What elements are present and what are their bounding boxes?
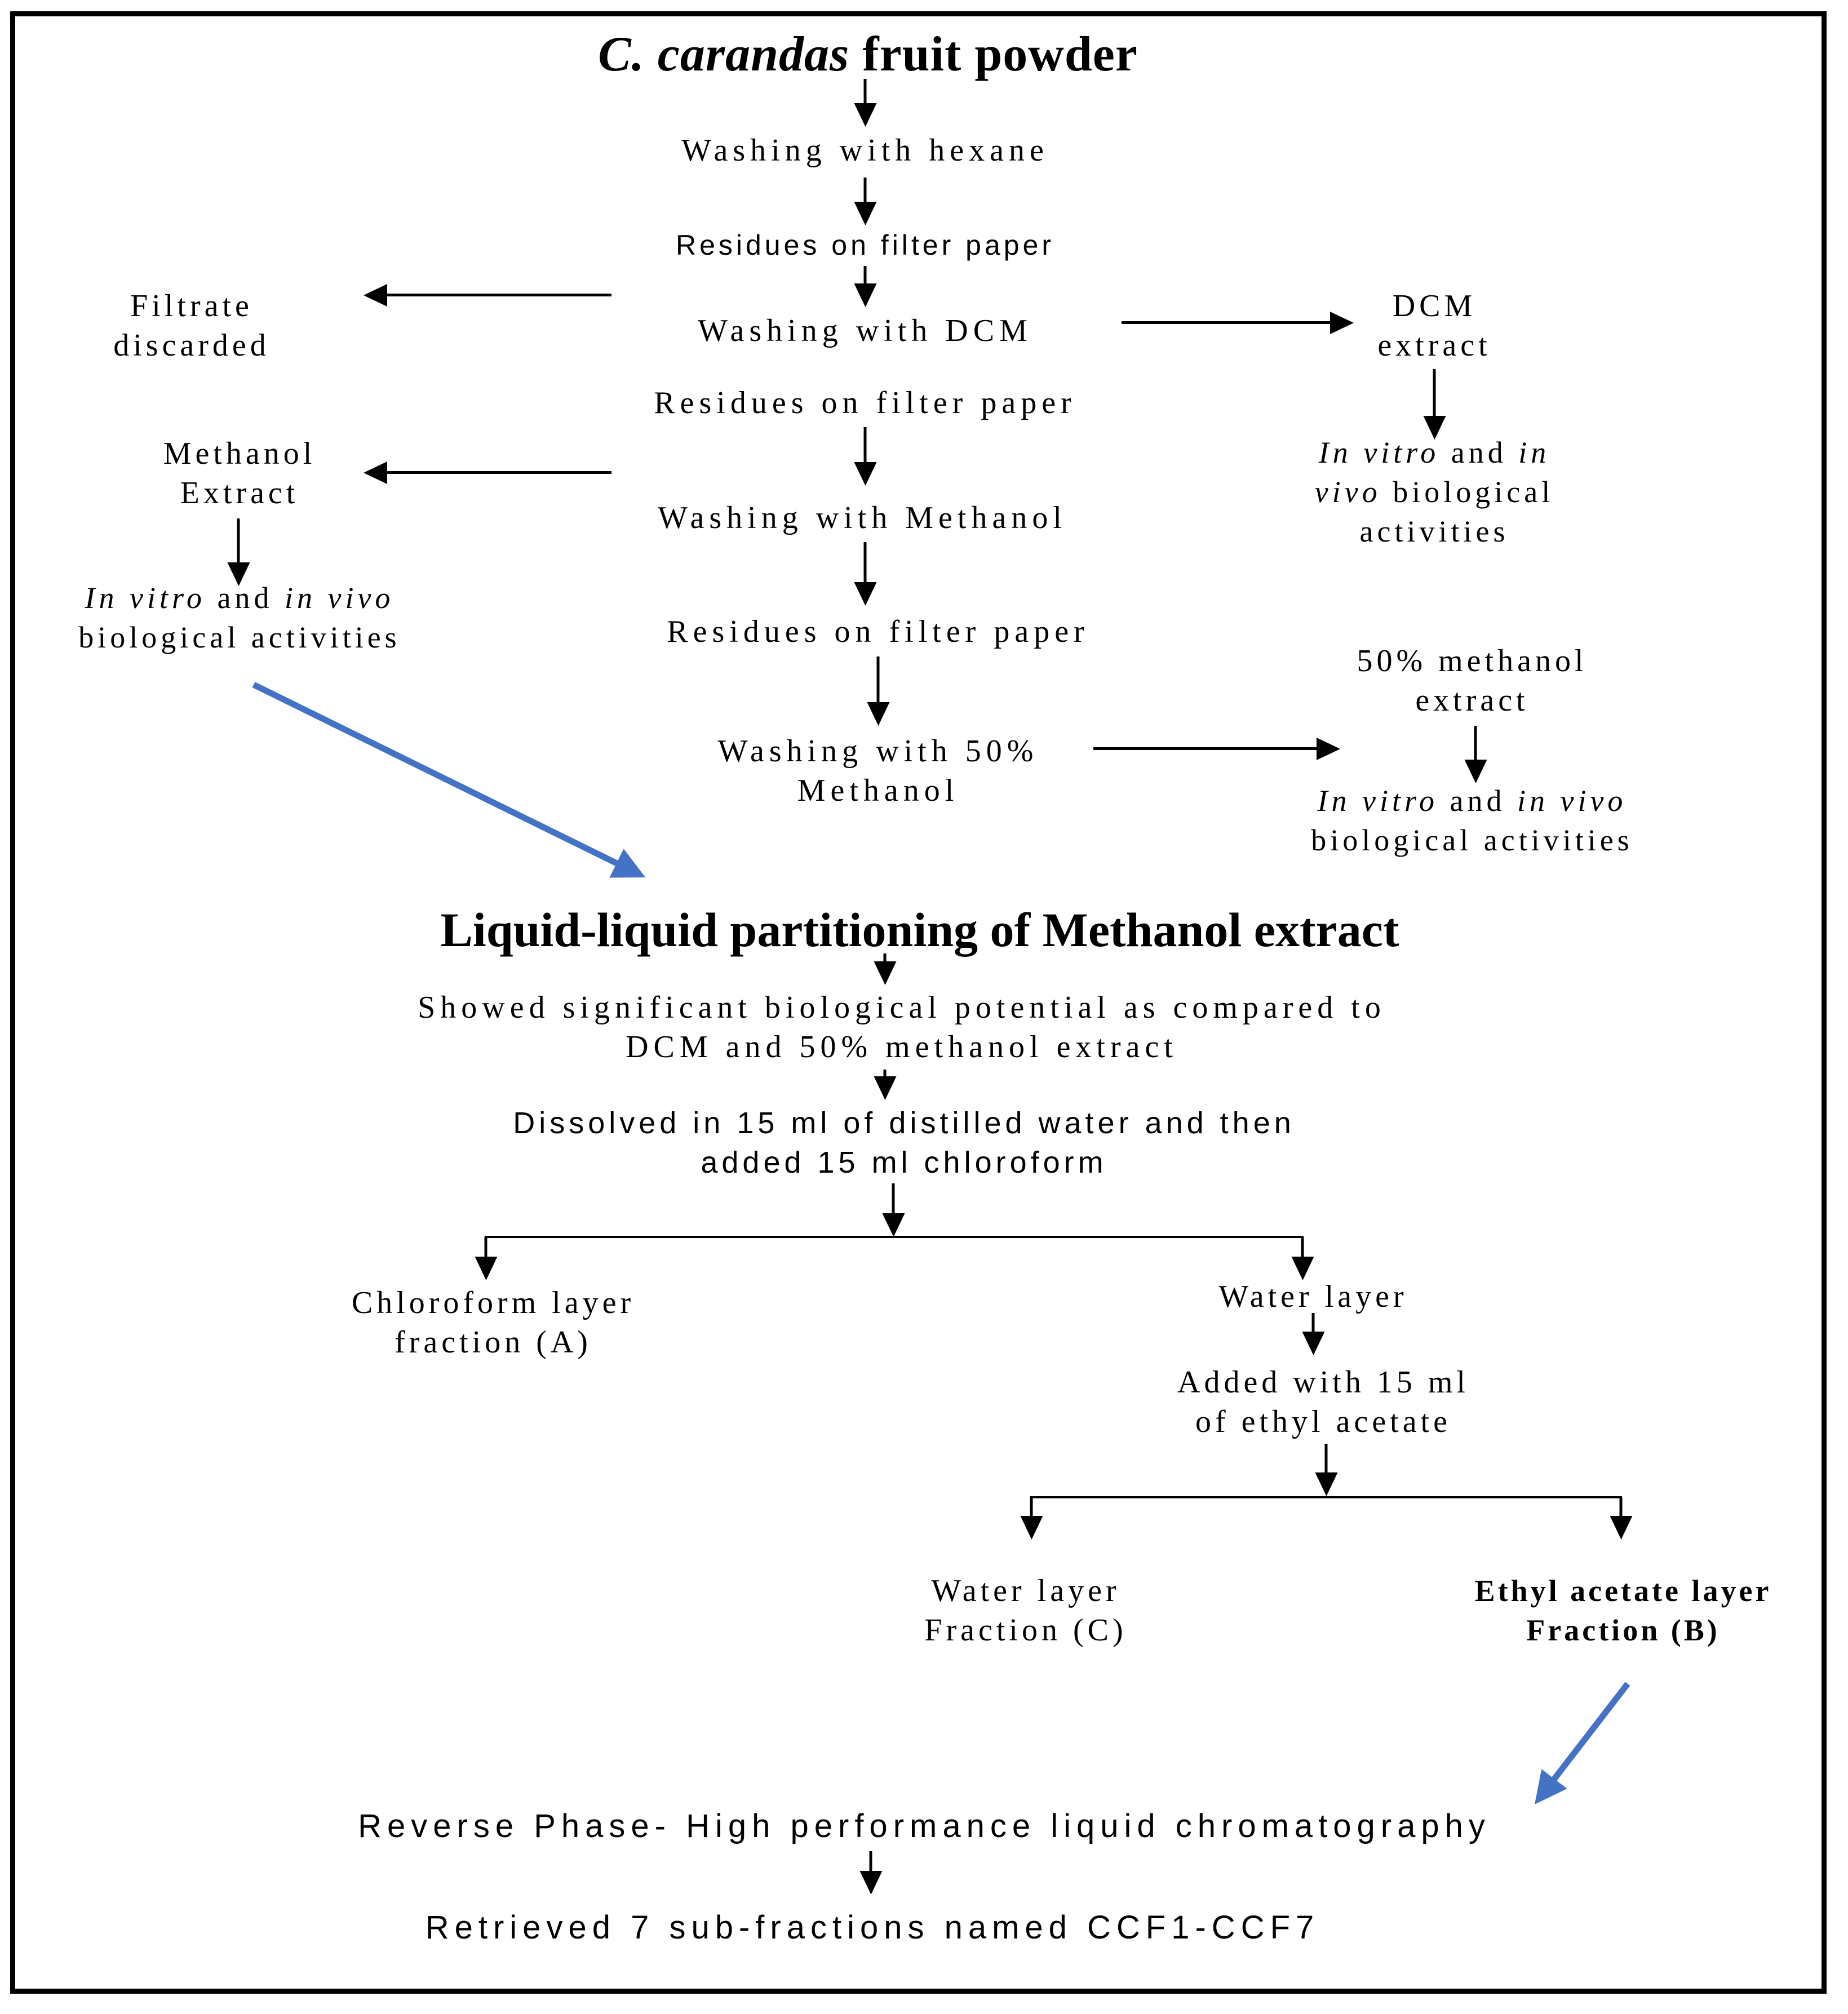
branch1-left-arrow bbox=[484, 1237, 488, 1257]
branch1-line bbox=[485, 1236, 1304, 1238]
blue-arrow-fractionb-to-hplc bbox=[1535, 1682, 1630, 1805]
down-arrow-dissolved-branch1 bbox=[892, 1183, 895, 1213]
down-arrow-hexane-residues1 bbox=[863, 178, 867, 202]
down-arrow-residues2-methanol bbox=[863, 427, 867, 462]
blue-arrow-methanol-to-partitioning bbox=[252, 682, 646, 878]
left-arrow-to-filtrate bbox=[387, 294, 611, 296]
node-washing-methanol: Washing with Methanol bbox=[658, 500, 1067, 535]
down-arrow-residues3-wash50 bbox=[876, 656, 880, 702]
down-arrow-title-hexane bbox=[863, 79, 867, 103]
down-arrow-added-branch2 bbox=[1324, 1444, 1328, 1472]
branch1-right-arrow bbox=[1301, 1237, 1304, 1257]
node-water-layer: Water layer bbox=[1218, 1279, 1408, 1314]
down-arrow-50-invitro bbox=[1474, 726, 1477, 760]
right-arrow-to-50-extract bbox=[1093, 747, 1317, 750]
down-arrow-showed-dissolved bbox=[883, 1070, 887, 1076]
down-arrow-methanol-invitro bbox=[237, 518, 240, 562]
node-washing-50: Washing with 50%Methanol bbox=[717, 734, 1039, 808]
down-arrow-liquid-showed bbox=[883, 953, 887, 961]
down-arrow-methanol-residues3 bbox=[863, 542, 867, 582]
node-rp-hplc: Reverse Phase- High performance liquid c… bbox=[358, 1808, 1491, 1844]
down-arrow-hplc-retrieved bbox=[869, 1851, 872, 1871]
left-arrow-to-methanol-extract bbox=[387, 471, 611, 474]
node-washing-hexane: Washing with hexane bbox=[681, 133, 1049, 168]
node-residues-3: Residues on filter paper bbox=[667, 614, 1089, 649]
node-liquid-partitioning-title: Liquid-liquid partitioning of Methanol e… bbox=[440, 903, 1399, 957]
down-arrow-water-added bbox=[1311, 1313, 1315, 1332]
node-retrieved-subfractions: Retrieved 7 sub-fractions named CCF1-CCF… bbox=[425, 1909, 1320, 1946]
node-residues-1: Residues on filter paper bbox=[675, 229, 1055, 261]
node-washing-dcm: Washing with DCM bbox=[698, 313, 1032, 348]
branch2-line bbox=[1030, 1496, 1622, 1498]
down-arrow-dcm-invitro bbox=[1433, 369, 1436, 416]
branch2-right-arrow bbox=[1619, 1497, 1623, 1516]
node-residues-2: Residues on filter paper bbox=[654, 385, 1076, 420]
node-dissolved-water-chloroform: Dissolved in 15 ml of distilled water an… bbox=[513, 1106, 1295, 1179]
diagram-border bbox=[10, 11, 1827, 1994]
right-arrow-to-dcm-extract bbox=[1122, 321, 1330, 324]
node-showed-potential: Showed significant biological potential … bbox=[418, 990, 1386, 1064]
node-title: C. carandas fruit powder bbox=[598, 27, 1138, 82]
branch2-left-arrow bbox=[1030, 1497, 1033, 1516]
down-arrow-residues1-dcm bbox=[863, 266, 867, 283]
